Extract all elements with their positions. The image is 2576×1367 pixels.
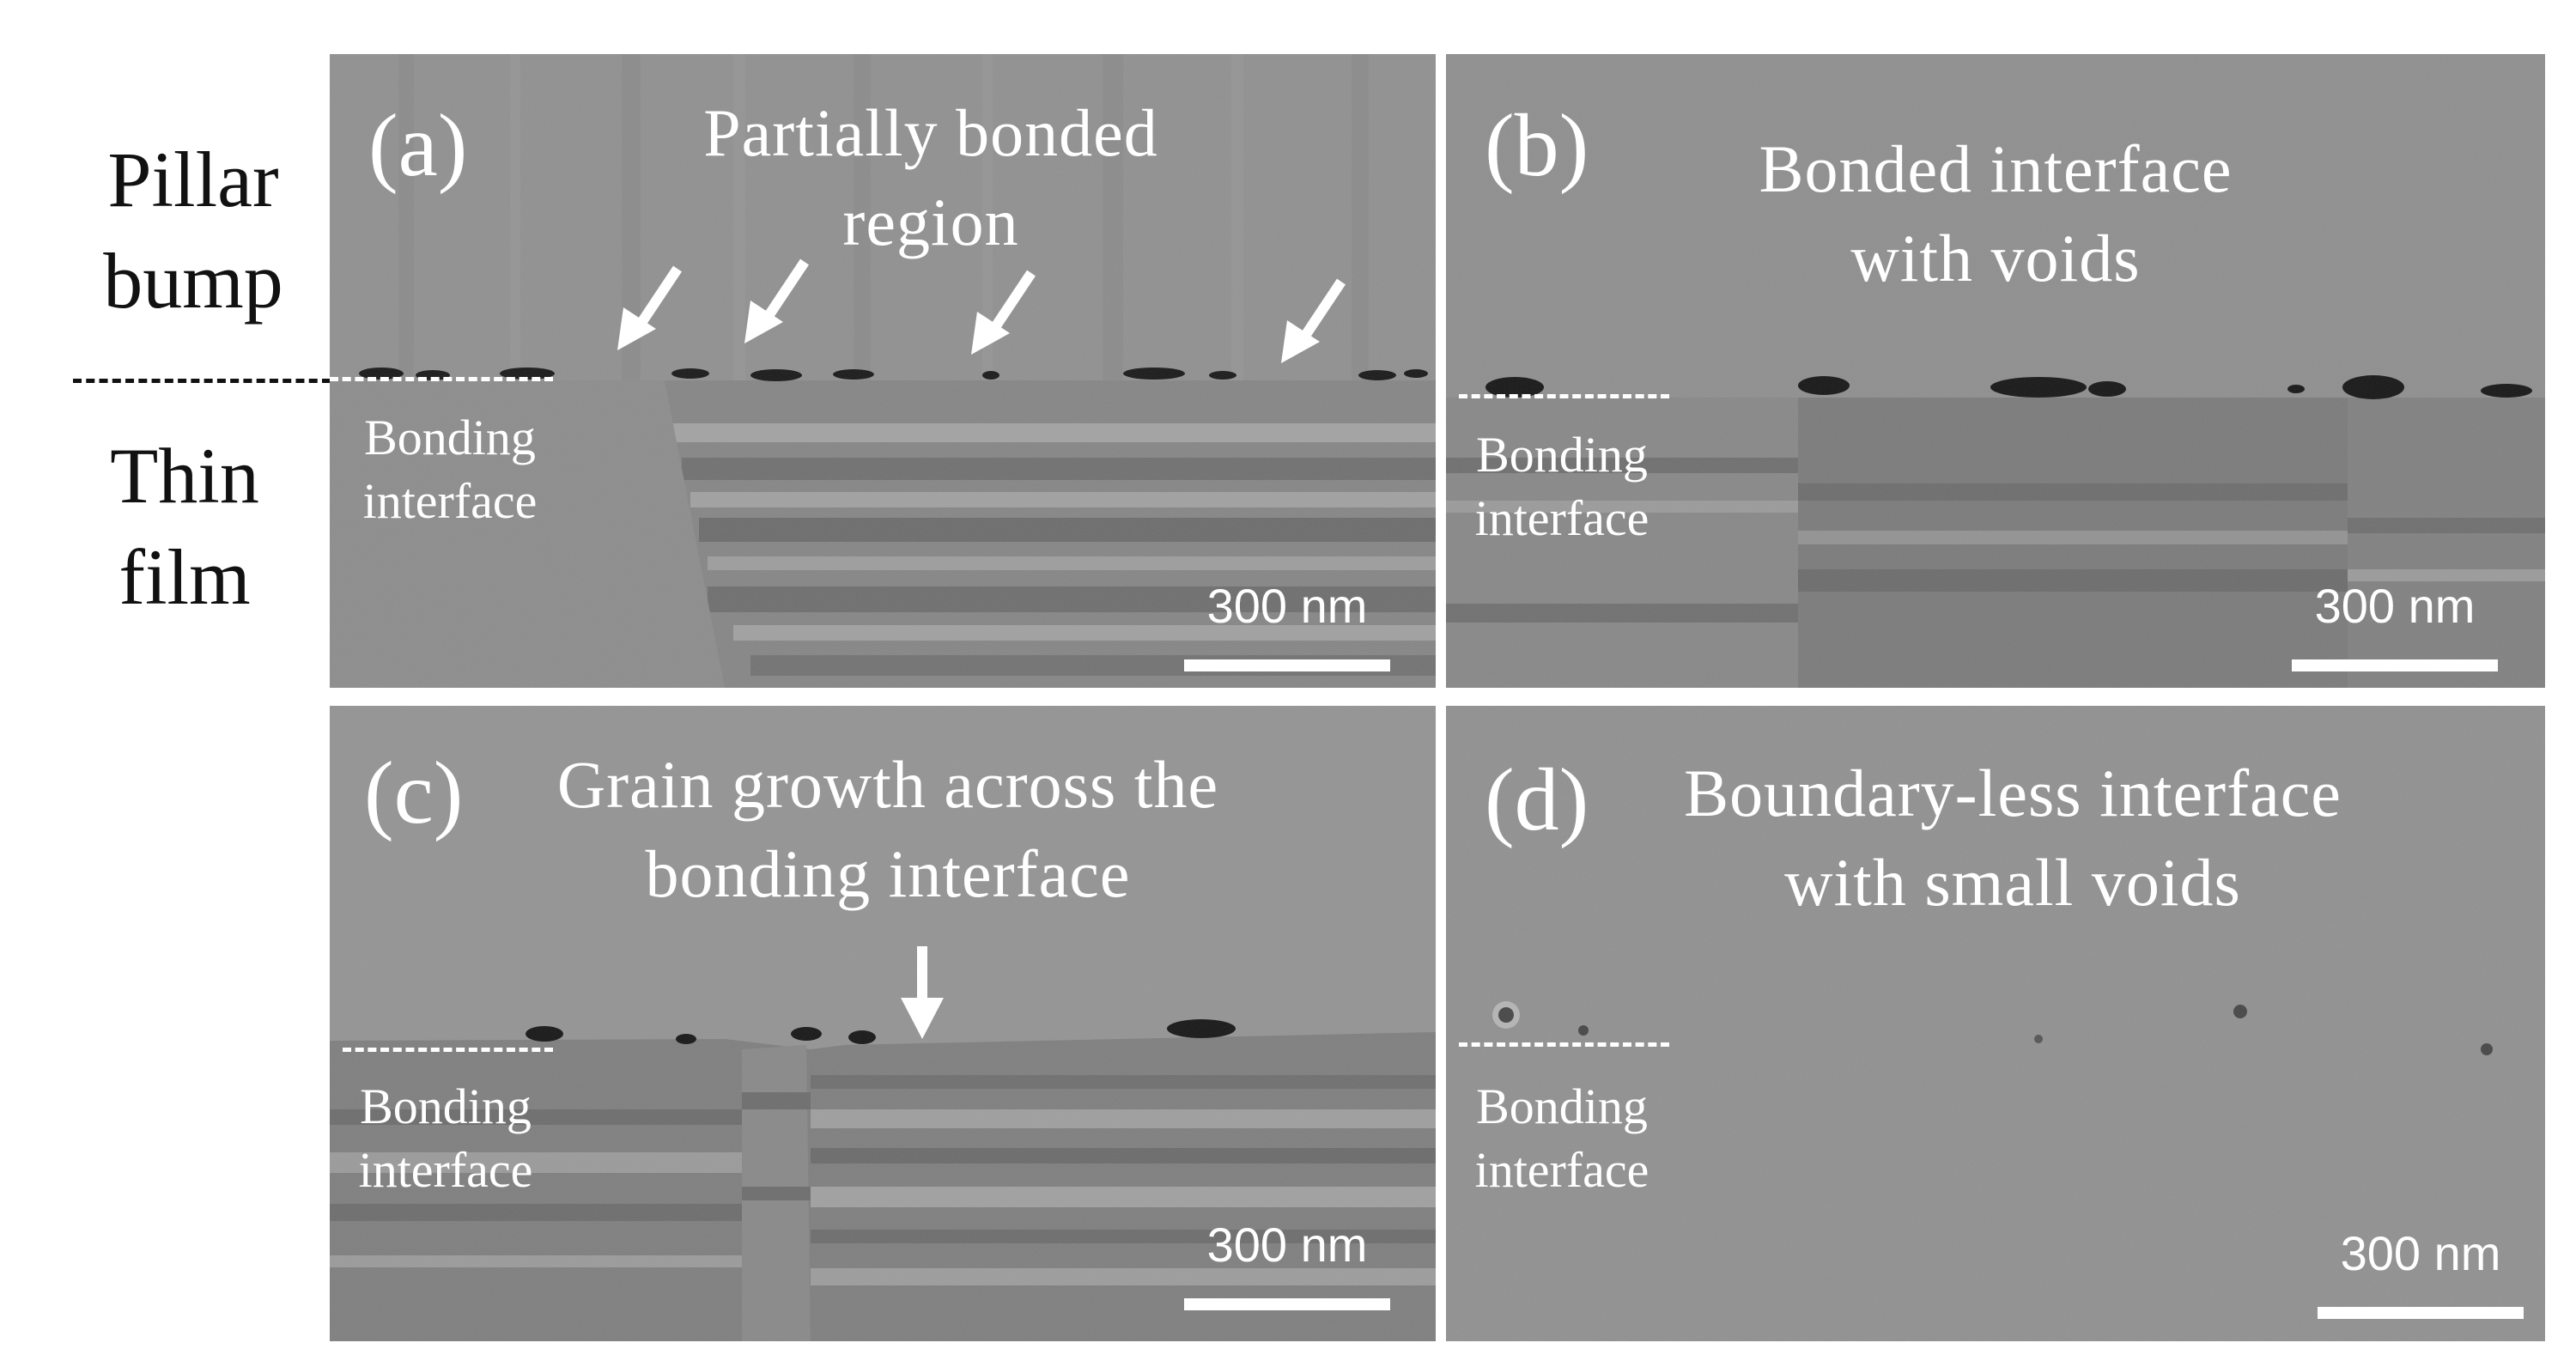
panel-b-bonding-label-line2: interface [1474,490,1649,546]
arrow-icon [744,258,809,343]
panel-c-micrograph [330,706,1436,1341]
panel-a-scale-bar [1184,659,1390,671]
pillar-bump-label-line2: bump [103,237,283,325]
panel-b-micrograph [1446,54,2545,688]
thin-film-label: Thin film [82,425,288,628]
panel-c-bonding-label: Bonding interface [338,1075,553,1202]
panel-d-caption-line1: Boundary-less interface [1684,756,2342,830]
panel-d-bonding-label: Bonding interface [1455,1075,1669,1202]
panel-a-caption: Partially bonded region [673,88,1188,267]
thin-film-label-line2: film [118,533,251,621]
panel-b-caption-line2: with voids [1850,221,2141,295]
panel-b-scale-bar [2292,659,2498,671]
panel-a-bonding-dash [330,377,553,381]
panel-b-bonding-dash [1459,394,1669,398]
arrow-icon [971,270,1036,355]
panel-d-bonding-label-line1: Bonding [1476,1078,1648,1134]
panel-c-scale-text: 300 nm [1206,1218,1368,1272]
panel-b-bonding-label-line1: Bonding [1476,427,1648,483]
panel-c-caption-line1: Grain growth across the [556,747,1219,822]
panel-a-caption-line2: region [842,185,1019,259]
panel-c-scale-bar [1184,1298,1390,1310]
panel-b-scale-text: 300 nm [2314,579,2476,633]
left-interface-dash-line [73,379,331,383]
panel-d-caption: Boundary-less interface with small voids [1635,749,2391,927]
panel-d-micrograph [1446,706,2545,1341]
arrow-icon [901,946,944,1039]
arrow-icon [617,265,682,350]
pillar-bump-label-line1: Pillar [107,136,279,223]
panel-c-bonding-label-line1: Bonding [360,1078,532,1134]
panel-c-caption-line2: bonding interface [645,836,1131,911]
panel-a-bonding-label: Bonding interface [347,406,553,533]
panel-b-letter: (b) [1485,96,1589,195]
panel-b-caption-line1: Bonded interface [1759,131,2233,206]
panel-d-scale-bar [2318,1307,2524,1319]
panel-d-bonding-dash [1459,1042,1669,1047]
panel-b-caption: Bonded interface with voids [1704,125,2287,303]
panel-d-caption-line2: with small voids [1784,845,2241,920]
panel-b: (b) Bonded interface with voids Bonding … [1446,54,2545,688]
panel-c: (c) Grain growth across the bonding inte… [330,706,1436,1341]
panel-a-caption-line1: Partially bonded [703,95,1158,170]
panel-a-scale-text: 300 nm [1206,579,1368,633]
panel-d-bonding-label-line2: interface [1474,1142,1649,1198]
thin-film-label-line1: Thin [110,432,259,519]
panel-a-bonding-label-line1: Bonding [364,410,536,465]
panel-c-caption: Grain growth across the bonding interfac… [519,740,1257,919]
panel-d-scale-text: 300 nm [2340,1226,2501,1280]
panel-a-letter: (a) [368,96,468,195]
panel-d-letter: (d) [1485,750,1589,849]
panel-d: (d) Boundary-less interface with small v… [1446,706,2545,1341]
panel-a-micrograph [330,54,1436,688]
panel-c-bonding-dash [343,1048,553,1052]
panel-a-bonding-label-line2: interface [362,473,538,529]
pillar-bump-label: Pillar bump [82,129,305,331]
arrow-icon [1281,278,1346,363]
panel-c-letter: (c) [364,744,464,842]
panel-a: (a) Partially bonded region Bonding inte… [330,54,1436,688]
panel-c-bonding-label-line2: interface [358,1142,533,1198]
panel-b-bonding-label: Bonding interface [1455,423,1669,550]
